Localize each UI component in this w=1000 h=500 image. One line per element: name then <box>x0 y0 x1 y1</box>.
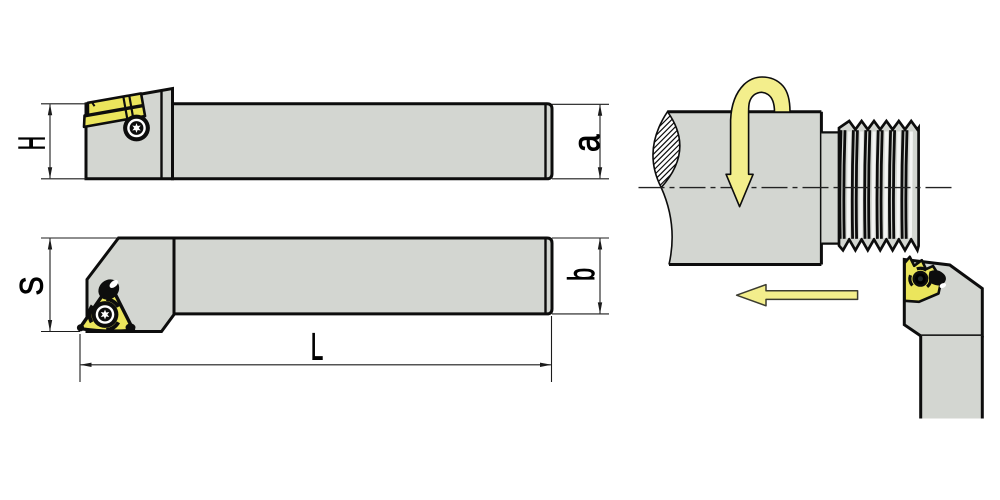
dimension-H <box>41 103 86 180</box>
clamp-screw-top-view-icon <box>123 114 150 142</box>
workpiece-break-curve <box>660 187 673 265</box>
threaded-section <box>837 118 920 254</box>
screw-torx-star <box>132 123 141 133</box>
insert-clamp-divider-line <box>84 103 144 118</box>
neck-edges <box>821 131 839 245</box>
dimension-annotations <box>41 103 609 382</box>
toolholder-shank-side-view <box>172 236 554 316</box>
arrowhead-up <box>597 238 603 250</box>
insert-tip-dot <box>76 324 85 332</box>
toolholder-shank-top-view <box>171 102 554 181</box>
dim-label-S: S <box>14 276 50 295</box>
dimension-L <box>79 316 553 382</box>
arrowhead-up <box>597 104 603 116</box>
dimension-S <box>41 237 119 333</box>
tool-shank-fill <box>920 335 983 419</box>
arrowhead-down <box>47 320 53 332</box>
arrowhead-right <box>540 362 552 367</box>
screw-torx-star <box>100 309 110 320</box>
dimension-b <box>552 237 609 315</box>
neck-fill <box>821 132 839 244</box>
arrowhead-down <box>47 167 53 179</box>
dim-label-H: H <box>11 136 53 150</box>
thread-crest-lines <box>838 130 909 239</box>
dim-label-L: L <box>311 327 323 369</box>
threading-insert-side-view <box>76 279 136 333</box>
cartridge-end-line-1 <box>122 96 129 120</box>
side-view <box>76 236 554 333</box>
arrowhead-down <box>597 302 603 314</box>
tool-shank-edges <box>919 335 984 419</box>
feed-direction-arrow-icon <box>735 283 859 307</box>
arrowhead-left <box>80 362 92 367</box>
workpiece-rotation-arrow-icon <box>725 76 791 208</box>
dim-label-a: a <box>566 134 607 152</box>
arrowhead-up <box>47 238 53 250</box>
insert-corner-dot <box>125 323 136 332</box>
tool-screw-center <box>917 276 923 282</box>
dim-label-b: b <box>561 268 602 281</box>
arrowhead-up <box>47 103 53 116</box>
clamp-highlight <box>109 280 119 288</box>
insert-notch-line <box>90 101 96 107</box>
tool-clamp-highlight <box>939 283 947 289</box>
illustrated-toolholder <box>902 255 984 419</box>
section-hatch-lines <box>652 111 680 188</box>
application-illustration <box>638 76 984 419</box>
arrowhead-down <box>597 167 603 179</box>
thread-flank-highlights <box>846 131 913 238</box>
cartridge-end-line-2 <box>128 95 135 119</box>
thread-relief-neck <box>821 131 839 245</box>
top-view <box>82 86 554 181</box>
tool-clamp-blob <box>928 270 946 286</box>
dimension-a <box>552 103 609 180</box>
